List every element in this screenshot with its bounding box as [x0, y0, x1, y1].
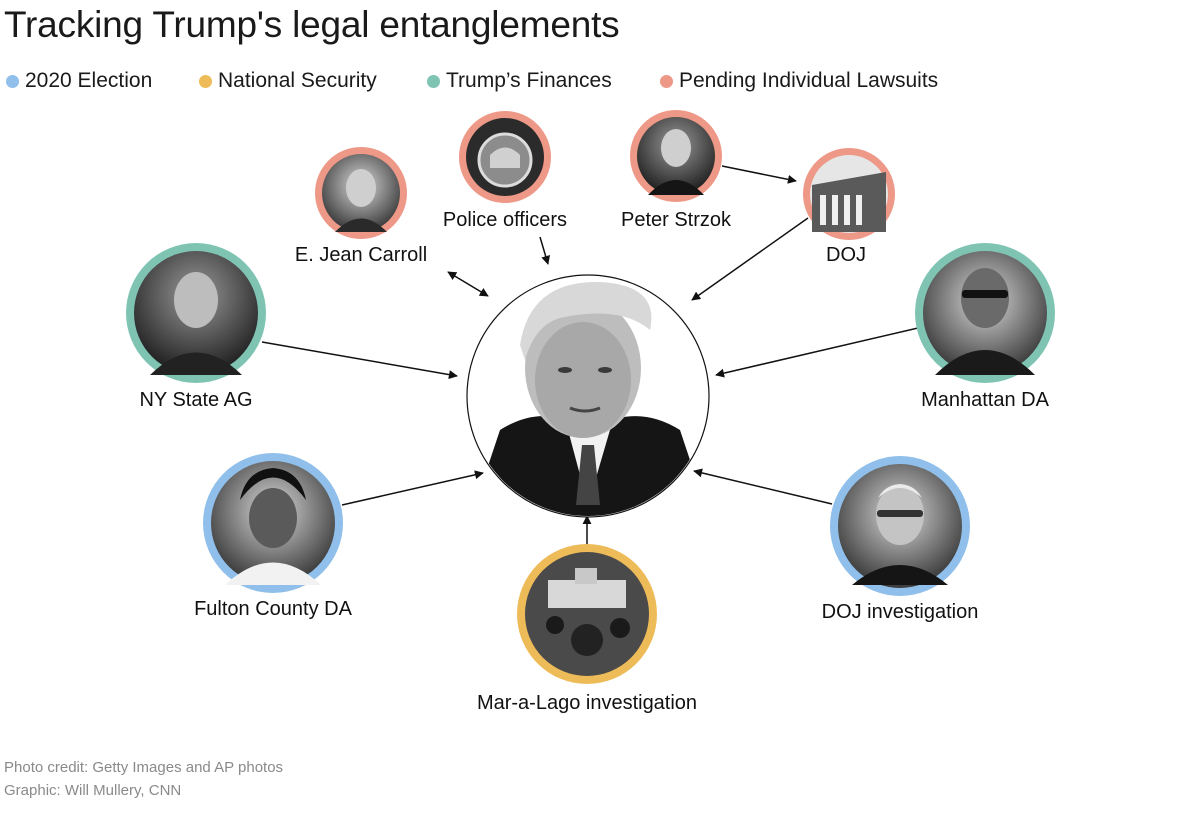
legend-item-2020-election: 2020 Election — [6, 68, 152, 94]
edge-dojinv-trump — [693, 468, 833, 505]
edge-nyag-trump — [261, 341, 458, 380]
page-title: Tracking Trump's legal entanglements — [4, 4, 620, 45]
legend-item-national-security: National Security — [199, 68, 377, 94]
node-label-fulton-county-da: Fulton County DA — [194, 598, 352, 620]
legend-swatch — [427, 74, 440, 88]
graphic-credit: Graphic: Will Mullery, CNN — [4, 782, 182, 799]
legend-swatch — [199, 74, 212, 88]
legend-label: National Security — [218, 69, 377, 92]
edge-fulton-trump — [341, 470, 484, 506]
node-police-officers — [459, 111, 551, 203]
node-label-manhattan-da: Manhattan DA — [921, 389, 1049, 411]
node-fulton-county-da — [203, 453, 343, 593]
legend-label: Pending Individual Lawsuits — [679, 69, 939, 92]
edge-doj-trump — [691, 217, 809, 301]
legend-label: Trump’s Finances — [446, 69, 612, 92]
legend-swatch — [6, 74, 19, 88]
center-node-trump — [466, 274, 710, 518]
edge-police-trump — [539, 236, 551, 265]
edge-manhattan-trump — [715, 327, 919, 378]
node-label-peter-strzok: Peter Strzok — [620, 209, 732, 231]
legend-item-pending-individual-lawsuits: Pending Individual Lawsuits — [660, 68, 938, 94]
edge-strzok-doj — [721, 165, 797, 184]
legend-label: 2020 Election — [25, 69, 153, 92]
node-label-police-officers: Police officers — [442, 209, 568, 231]
node-label-doj-investigation: DOJ investigation — [821, 601, 979, 623]
node-doj-investigation — [830, 456, 970, 596]
trump-portrait-icon — [470, 281, 708, 516]
node-ny-state-ag — [126, 243, 266, 383]
node-label-mar-a-lago-investigation: Mar-a-Lago investigation — [476, 692, 698, 714]
edge-carroll-trump — [447, 271, 489, 297]
legend-item-trumps-finances: Trump’s Finances — [427, 68, 612, 94]
legend-swatch — [660, 74, 673, 88]
node-manhattan-da — [915, 243, 1055, 383]
node-peter-strzok — [630, 110, 722, 202]
node-label-doj: DOJ — [826, 244, 866, 266]
edges — [261, 165, 919, 547]
node-label-e-jean-carroll: E. Jean Carroll — [294, 244, 428, 266]
photo-credit: Photo credit: Getty Images and AP photos — [4, 759, 284, 776]
node-e-jean-carroll — [315, 147, 407, 239]
node-mar-a-lago-investigation — [517, 544, 657, 684]
node-label-ny-state-ag: NY State AG — [139, 389, 253, 411]
node-doj — [803, 148, 895, 240]
